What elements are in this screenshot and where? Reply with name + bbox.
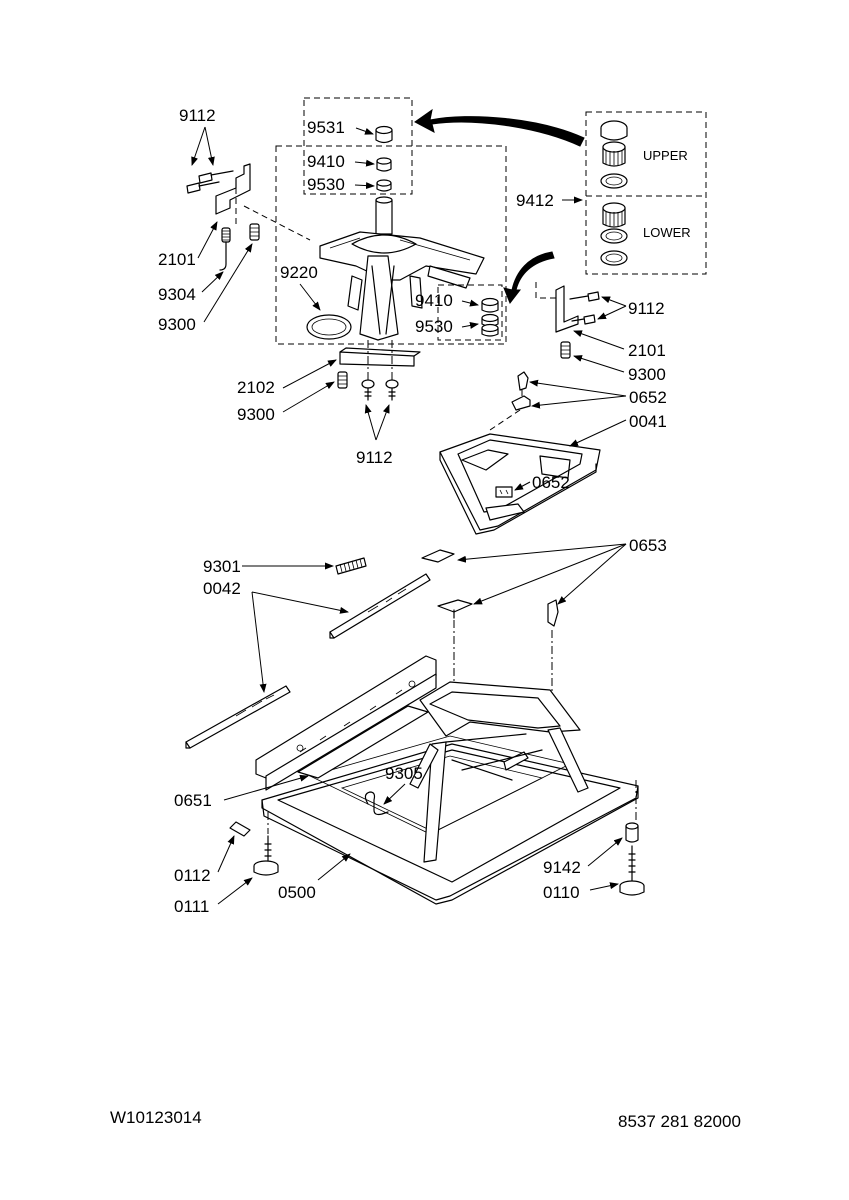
bolt-9112-bottom-a: [361, 379, 375, 401]
label-2101-left: 2101: [158, 250, 196, 269]
leg-0110: [619, 845, 645, 896]
seal-9530-top: [376, 179, 392, 192]
inset-box-mid-bearings: [437, 284, 503, 341]
label-9304: 9304: [158, 285, 196, 304]
part-list-number: 8537 281 82000: [618, 1112, 741, 1131]
bearing-9410-top: [376, 157, 392, 172]
label-0111: 0111: [174, 897, 209, 916]
clip-0653-b: [437, 599, 473, 619]
label-9142: 9142: [543, 858, 581, 877]
clip-0653-c: [547, 599, 559, 627]
spider-hub: [319, 231, 485, 341]
label-9410-top: 9410: [307, 152, 345, 171]
bracket-group-left: [186, 163, 311, 271]
label-0112: 0112: [174, 866, 211, 885]
label-9112-right: 9112: [628, 299, 665, 318]
screw-9112-right-a: [569, 291, 600, 302]
label-0652-a: 0652: [629, 388, 667, 407]
label-2101-right: 2101: [628, 341, 666, 360]
spring-9301: [335, 557, 367, 575]
label-0500: 0500: [278, 883, 316, 902]
frame-0500: [255, 655, 639, 905]
clip-0652-b: [511, 395, 531, 411]
bracket-2101-left: [215, 163, 251, 215]
label-2102: 2102: [237, 378, 275, 397]
label-9305: 9305: [385, 764, 423, 783]
leg-0111: [253, 835, 279, 876]
screw-9112-left-a: [198, 170, 234, 184]
bracket-group-right: [535, 282, 600, 359]
screw-9112-right-b: [571, 314, 596, 325]
label-0652-b: 0652: [532, 473, 570, 492]
spring-9300-bottom: [337, 371, 348, 389]
label-9531: 9531: [307, 118, 345, 137]
pad-0112: [229, 821, 251, 837]
bushing-9531: [375, 125, 393, 144]
rail-0042-upper: [329, 573, 431, 639]
inset-box-bearing-kit: [585, 111, 707, 275]
spring-9300-left: [249, 223, 260, 241]
label-9112-top-left: 9112: [179, 106, 216, 125]
lower-bearing-set: [600, 202, 628, 266]
hook-9305: [364, 791, 389, 816]
label-9300-right: 9300: [628, 365, 666, 384]
label-0653: 0653: [629, 536, 667, 555]
label-9112-bottom: 9112: [356, 448, 393, 467]
spring-9300-right: [560, 341, 571, 359]
label-lower: LOWER: [643, 225, 691, 240]
seal-9530-mid-a: [481, 313, 499, 327]
clip-0652-c: [495, 486, 513, 498]
spring-9304: [219, 227, 231, 271]
clip-0653-a: [421, 549, 455, 563]
label-9220: 9220: [280, 263, 318, 282]
label-9301: 9301: [203, 557, 241, 576]
hub-shaft: [375, 196, 393, 235]
label-9300-bottom: 9300: [237, 405, 275, 424]
clip-0652-a: [517, 371, 529, 391]
label-upper: UPPER: [643, 148, 688, 163]
upper-bearing-set: [600, 120, 628, 189]
label-9530-mid: 9530: [415, 317, 453, 336]
bushing-9142: [625, 822, 639, 843]
arrow-upper-to-stack: [414, 108, 585, 147]
bearing-9410-mid: [481, 297, 499, 313]
label-0041: 0041: [629, 412, 667, 431]
screw-9112-left-b: [186, 181, 220, 194]
label-0110: 0110: [543, 883, 580, 902]
label-0042: 0042: [203, 579, 241, 598]
ring-9220: [306, 314, 352, 340]
document-number: W10123014: [110, 1108, 202, 1127]
rail-0042-lower: [185, 685, 291, 749]
base-plate-0041: [439, 433, 601, 535]
label-0651: 0651: [174, 791, 212, 810]
label-9412: 9412: [516, 191, 554, 210]
bracket-2102: [339, 351, 415, 367]
label-9410-mid: 9410: [415, 291, 453, 310]
arrow-lower-to-mid: [503, 251, 555, 305]
label-9530-top: 9530: [307, 175, 345, 194]
label-9300-left: 9300: [158, 315, 196, 334]
bolt-9112-bottom-b: [385, 379, 399, 401]
seal-9530-mid-b: [481, 323, 499, 337]
inset-box-hub-assembly: [275, 145, 507, 345]
